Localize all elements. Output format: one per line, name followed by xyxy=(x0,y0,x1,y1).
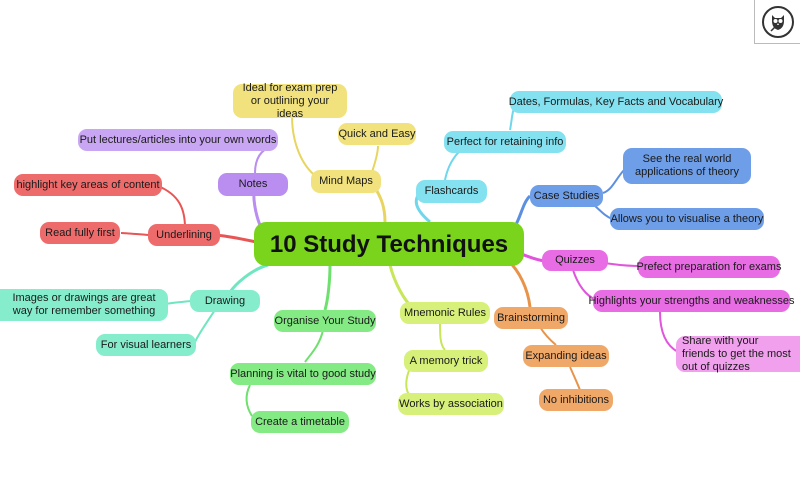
link-mnemonic-2 xyxy=(405,367,411,397)
drawing-subtopic-1[interactable]: Images or drawings are great way for rem… xyxy=(0,289,168,321)
topic-quizzes[interactable]: Quizzes xyxy=(542,250,608,271)
link-underlining-2 xyxy=(120,232,149,236)
mnemonic-subtopic-2[interactable]: Works by association xyxy=(398,393,504,415)
brainstorming-subtopic-2[interactable]: No inhibitions xyxy=(539,389,613,411)
topic-brainstorming[interactable]: Brainstorming xyxy=(494,307,568,329)
link-brainstorming-1 xyxy=(539,326,557,346)
flashcards-subtopic-1[interactable]: Perfect for retaining info xyxy=(444,131,566,153)
quizzes-subtopic-1[interactable]: Prefect preparation for exams xyxy=(637,256,781,278)
topic-case-studies[interactable]: Case Studies xyxy=(530,185,603,207)
drawing-subtopic-2[interactable]: For visual learners xyxy=(96,334,196,356)
underlining-subtopic-1[interactable]: highlight key areas of content xyxy=(14,174,162,196)
owl-icon xyxy=(761,5,794,38)
notes-subtopic-1[interactable]: Put lectures/articles into your own word… xyxy=(78,129,278,151)
mind-maps-subtopic-2[interactable]: Ideal for exam prep or outlining your id… xyxy=(233,82,347,120)
link-mindmaps-1 xyxy=(371,145,379,173)
mnemonic-subtopic-1[interactable]: A memory trick xyxy=(404,350,488,372)
link-drawing-2 xyxy=(194,309,216,343)
case-studies-subtopic-1[interactable]: See the real world applications of theor… xyxy=(623,148,751,184)
underlining-subtopic-2[interactable]: Read fully first xyxy=(40,222,120,244)
link-brainstorming-2 xyxy=(569,366,581,391)
organise-subtopic-1[interactable]: Planning is vital to good study xyxy=(230,363,376,385)
mind-maps-subtopic-1[interactable]: Quick and Easy xyxy=(338,123,416,145)
link-flashcards-1 xyxy=(444,148,463,181)
link-quizzes-3 xyxy=(659,311,679,353)
link-organise-2 xyxy=(245,384,253,417)
topic-underlining[interactable]: Underlining xyxy=(148,224,220,246)
link-casestudies-1 xyxy=(602,169,625,194)
topic-flashcards[interactable]: Flashcards xyxy=(416,180,487,203)
quizzes-subtopic-3[interactable]: Share with your friends to get the most … xyxy=(676,335,800,373)
central-topic[interactable]: 10 Study Techniques xyxy=(254,222,524,266)
organise-subtopic-2[interactable]: Create a timetable xyxy=(251,411,349,433)
brainstorming-subtopic-1[interactable]: Expanding ideas xyxy=(523,345,609,367)
topic-mind-maps[interactable]: Mind Maps xyxy=(311,170,381,193)
link-organise-1 xyxy=(304,329,324,363)
topic-notes[interactable]: Notes xyxy=(218,173,288,196)
link-central-mnemonic xyxy=(388,264,412,307)
link-central-drawing xyxy=(228,263,269,293)
case-studies-subtopic-2[interactable]: Allows you to visualise a theory xyxy=(610,208,764,230)
topic-drawing[interactable]: Drawing xyxy=(190,290,260,312)
quizzes-subtopic-2[interactable]: Highlights your strengths and weaknesses xyxy=(588,290,795,312)
topic-mnemonic-rules[interactable]: Mnemonic Rules xyxy=(400,302,490,324)
link-drawing-1 xyxy=(165,300,193,305)
flashcards-subtopic-2[interactable]: Dates, Formulas, Key Facts and Vocabular… xyxy=(509,91,723,113)
link-central-organise xyxy=(323,264,332,311)
link-mnemonic-1 xyxy=(439,321,446,351)
app-logo[interactable] xyxy=(754,0,800,44)
link-mindmaps-2 xyxy=(291,115,319,179)
link-underlining-1 xyxy=(157,185,186,229)
topic-organise-your-study[interactable]: Organise Your Study xyxy=(274,310,376,332)
